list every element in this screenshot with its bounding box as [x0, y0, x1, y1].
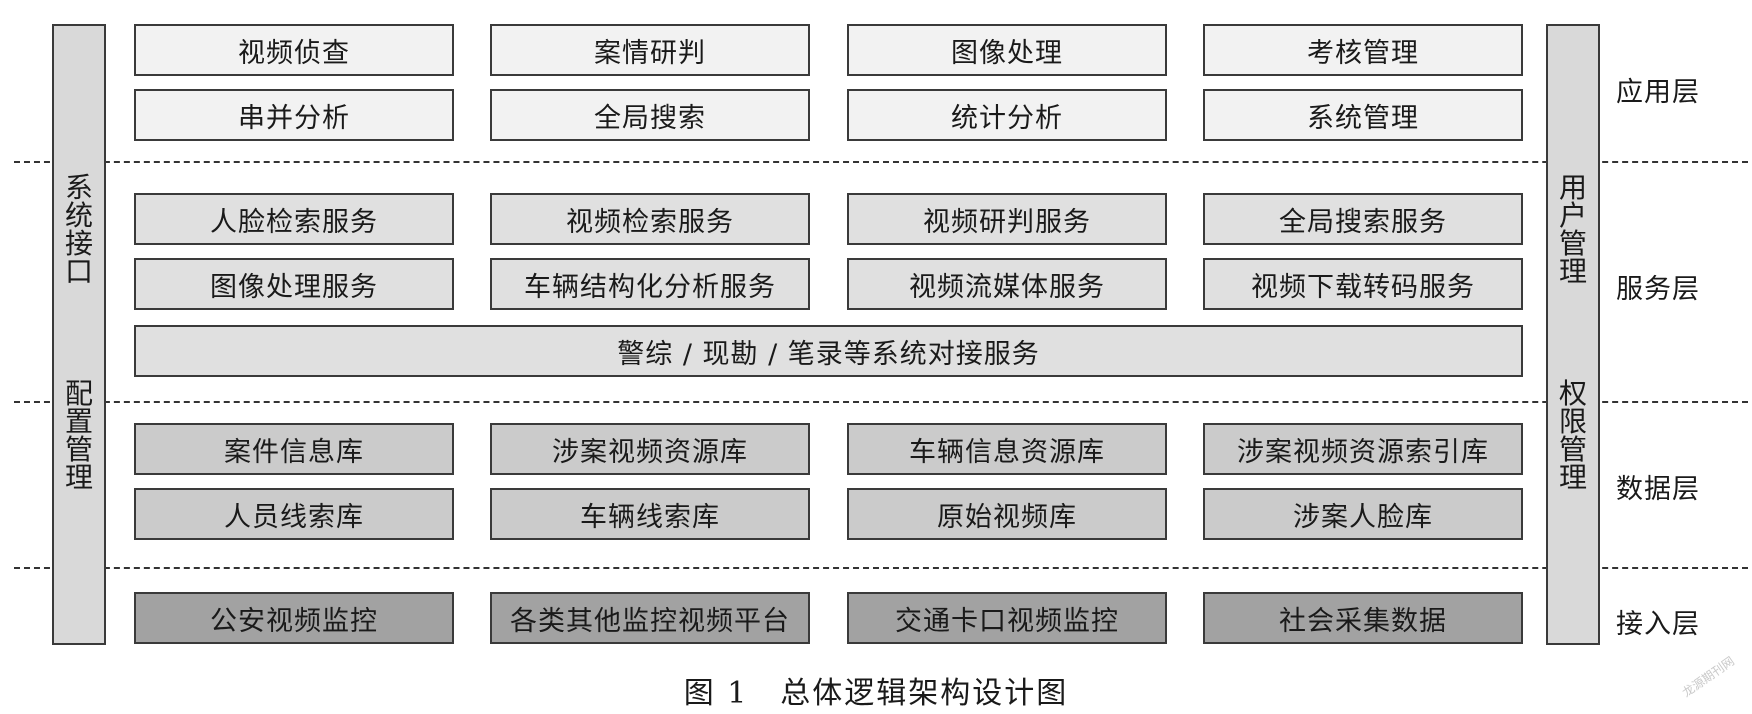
separator-app-service	[14, 161, 1748, 163]
layer-label-data: 数据层	[1616, 474, 1700, 505]
app-box: 统计分析	[847, 89, 1167, 141]
separator-data-access	[14, 567, 1748, 569]
data-box: 涉案视频资源库	[490, 423, 810, 475]
right-side-bar: 用户管理 权限管理	[1546, 24, 1600, 645]
layer-label-access: 接入层	[1616, 609, 1700, 640]
app-box: 视频侦查	[134, 24, 454, 76]
left-side-bar: 系统接口 配置管理	[52, 24, 106, 645]
service-box: 视频下载转码服务	[1203, 258, 1523, 310]
app-box: 全局搜索	[490, 89, 810, 141]
right-side-top-label: 用户管理	[1548, 174, 1598, 286]
service-box: 视频研判服务	[847, 193, 1167, 245]
data-box: 原始视频库	[847, 488, 1167, 540]
access-box: 公安视频监控	[134, 592, 454, 644]
data-box: 涉案视频资源索引库	[1203, 423, 1523, 475]
service-box: 图像处理服务	[134, 258, 454, 310]
app-box: 串并分析	[134, 89, 454, 141]
vertical-char: 配	[64, 377, 93, 410]
vertical-char: 理	[1558, 461, 1587, 494]
vertical-char: 统	[64, 199, 93, 232]
layer-label-app: 应用层	[1616, 77, 1700, 108]
vertical-char: 户	[1558, 199, 1587, 232]
vertical-char: 口	[64, 255, 93, 288]
service-box: 视频流媒体服务	[847, 258, 1167, 310]
data-box: 人员线索库	[134, 488, 454, 540]
right-side-bottom-label: 权限管理	[1548, 380, 1598, 492]
app-box: 系统管理	[1203, 89, 1523, 141]
access-box: 交通卡口视频监控	[847, 592, 1167, 644]
left-side-bottom-label: 配置管理	[54, 380, 104, 492]
vertical-char: 管	[1558, 227, 1587, 260]
access-box: 社会采集数据	[1203, 592, 1523, 644]
data-box: 案件信息库	[134, 423, 454, 475]
vertical-char: 用	[1558, 171, 1587, 204]
service-wide-box: 警综 / 现勘 / 笔录等系统对接服务	[134, 325, 1523, 377]
vertical-char: 置	[64, 405, 93, 438]
data-box: 车辆信息资源库	[847, 423, 1167, 475]
vertical-char: 系	[64, 171, 93, 204]
separator-service-data	[14, 401, 1748, 403]
vertical-char: 接	[64, 227, 93, 260]
service-box: 全局搜索服务	[1203, 193, 1523, 245]
data-box: 涉案人脸库	[1203, 488, 1523, 540]
access-box: 各类其他监控视频平台	[490, 592, 810, 644]
app-box: 图像处理	[847, 24, 1167, 76]
vertical-char: 管	[64, 433, 93, 466]
vertical-char: 理	[64, 461, 93, 494]
app-box: 考核管理	[1203, 24, 1523, 76]
vertical-char: 管	[1558, 433, 1587, 466]
data-box: 车辆线索库	[490, 488, 810, 540]
service-box: 视频检索服务	[490, 193, 810, 245]
layer-label-service: 服务层	[1616, 274, 1700, 305]
vertical-char: 限	[1558, 405, 1587, 438]
vertical-char: 理	[1558, 255, 1587, 288]
service-box: 人脸检索服务	[134, 193, 454, 245]
left-side-top-label: 系统接口	[54, 174, 104, 286]
service-box: 车辆结构化分析服务	[490, 258, 810, 310]
app-box: 案情研判	[490, 24, 810, 76]
vertical-char: 权	[1558, 377, 1587, 410]
figure-caption: 图 1 总体逻辑架构设计图	[683, 676, 1069, 711]
